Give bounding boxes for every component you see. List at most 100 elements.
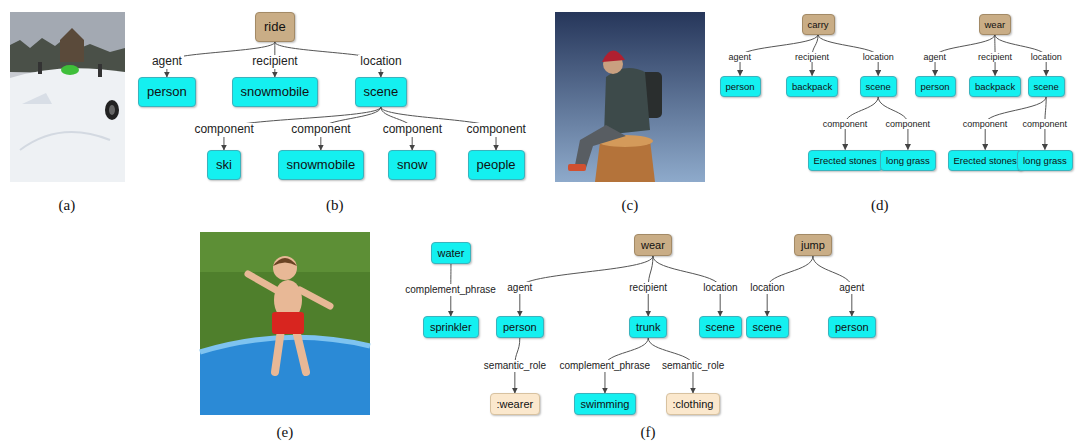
concept-node: person	[138, 77, 196, 107]
node-text: scene	[1034, 80, 1059, 93]
hiker-photo	[555, 12, 705, 182]
snow-photo	[61, 65, 79, 75]
node-text: person	[835, 320, 869, 334]
predicate-node: wear	[634, 234, 672, 256]
snow-photo	[10, 68, 125, 182]
edge-label: recipient	[627, 282, 669, 294]
concept-node: snowmobile	[278, 150, 365, 180]
child-pool-photo	[200, 232, 370, 415]
node-text: snowmobile	[287, 156, 356, 174]
edge-label: component	[821, 119, 870, 129]
panel-label: (a)	[59, 197, 76, 214]
node-text: :clothing	[673, 397, 714, 411]
concept-node: water	[431, 242, 472, 264]
hiker-photo	[568, 164, 586, 171]
node-text: backpack	[792, 80, 832, 93]
panel-label: (e)	[277, 424, 294, 441]
edge-label: component	[961, 119, 1010, 129]
edge-label: agent	[837, 282, 866, 294]
concept-node: person	[915, 76, 956, 97]
node-text: backpack	[975, 80, 1015, 93]
edge-label: location	[748, 282, 786, 294]
edge-label: semantic_role	[660, 360, 726, 372]
node-text: scene	[866, 80, 891, 93]
edge-label: complement_phrase	[403, 284, 498, 296]
snow-photo	[98, 64, 102, 77]
node-text: people	[477, 156, 516, 174]
role-node: :clothing	[666, 393, 721, 415]
hiker-photo	[604, 68, 650, 135]
concept-node: people	[468, 150, 525, 180]
node-text: snowmobile	[241, 83, 310, 101]
snow-photo	[109, 105, 115, 115]
concept-node: swimming	[574, 393, 637, 415]
concept-node: scene	[355, 77, 408, 107]
concept-node: scene	[746, 316, 789, 338]
snow-photo	[22, 93, 52, 104]
concept-node: person	[496, 316, 544, 338]
edge-label: recipient	[976, 52, 1014, 62]
concept-node: backpack	[969, 76, 1021, 97]
concept-node: scene	[1028, 76, 1065, 97]
concept-node: long grass	[1017, 150, 1073, 171]
snow-photo	[20, 132, 110, 150]
edge-label: location	[358, 55, 403, 69]
edge-label: component	[192, 123, 255, 137]
edge-label: location	[701, 282, 739, 294]
node-text: swimming	[581, 397, 630, 411]
node-text: long grass	[1023, 154, 1067, 167]
edge-label: location	[861, 52, 896, 62]
concept-node: person	[720, 76, 761, 97]
node-text: person	[921, 80, 950, 93]
edge-label: recipient	[793, 52, 831, 62]
concept-node: long grass	[880, 150, 936, 171]
snow-photo	[60, 28, 84, 62]
child-pool-photo	[300, 290, 330, 306]
node-text: jump	[801, 238, 825, 252]
concept-node: ski	[207, 150, 241, 180]
child-pool-photo	[296, 330, 306, 372]
node-text: long grass	[886, 154, 930, 167]
node-text: person	[726, 80, 755, 93]
child-pool-photo	[248, 274, 276, 290]
node-text: wear	[985, 18, 1006, 31]
concept-node: scene	[860, 76, 897, 97]
hiker-photo	[555, 12, 705, 182]
node-text: ride	[264, 18, 286, 36]
hiker-photo	[602, 50, 625, 62]
node-text: ski	[216, 156, 232, 174]
child-pool-photo	[200, 232, 370, 415]
edge-label: agent	[150, 55, 184, 69]
edge-label: component	[289, 123, 352, 137]
node-text: scene	[706, 320, 735, 334]
node-text: snow	[397, 156, 427, 174]
node-text: Erected stones	[954, 154, 1017, 167]
child-pool-photo	[200, 337, 370, 415]
node-text: scene	[364, 83, 399, 101]
edge-label: complement_phrase	[557, 360, 652, 372]
snow-photo	[105, 100, 119, 120]
snow-photo	[10, 12, 125, 182]
concept-node: trunk	[629, 316, 667, 338]
node-text: :wearer	[497, 397, 534, 411]
edge-label: recipient	[250, 55, 299, 69]
predicate-node: wear	[979, 14, 1012, 35]
predicate-node: jump	[794, 234, 832, 256]
concept-node: snowmobile	[232, 77, 319, 107]
edge-label: component	[381, 123, 444, 137]
concept-node: scene	[699, 316, 742, 338]
concept-node: backpack	[786, 76, 838, 97]
concept-node: Erected stones	[948, 150, 1023, 171]
child-pool-photo	[273, 256, 297, 280]
panel-label: (f)	[641, 424, 656, 441]
panel-label: (b)	[326, 197, 344, 214]
snow-photo	[38, 62, 42, 74]
hiker-photo	[575, 125, 626, 168]
concept-node: person	[828, 316, 876, 338]
node-text: person	[503, 320, 537, 334]
concept-node: snow	[388, 150, 436, 180]
edge-label: location	[1029, 52, 1064, 62]
child-pool-photo	[272, 312, 304, 334]
node-text: sprinkler	[430, 320, 472, 334]
